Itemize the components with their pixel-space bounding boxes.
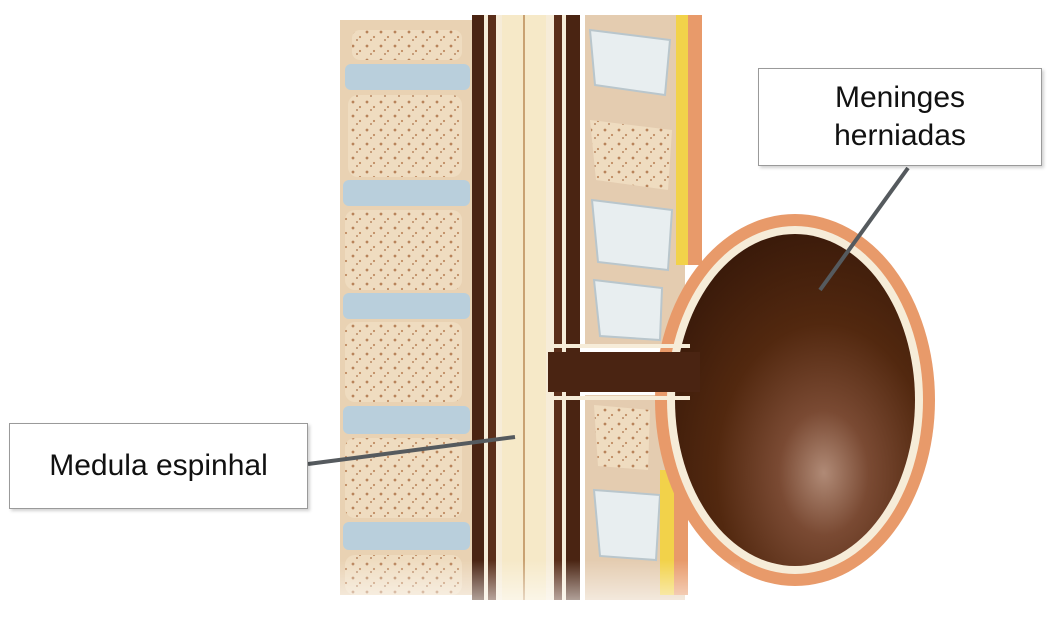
meninges-label-line1: Meninges [835, 79, 965, 117]
spinal-canal [472, 15, 580, 600]
meninges-herniadas-label: Meninges herniadas [758, 68, 1042, 166]
medula-espinhal-label: Medula espinhal [9, 423, 308, 509]
medula-label-text: Medula espinhal [49, 447, 267, 485]
meninges-label-line2: herniadas [834, 117, 966, 155]
